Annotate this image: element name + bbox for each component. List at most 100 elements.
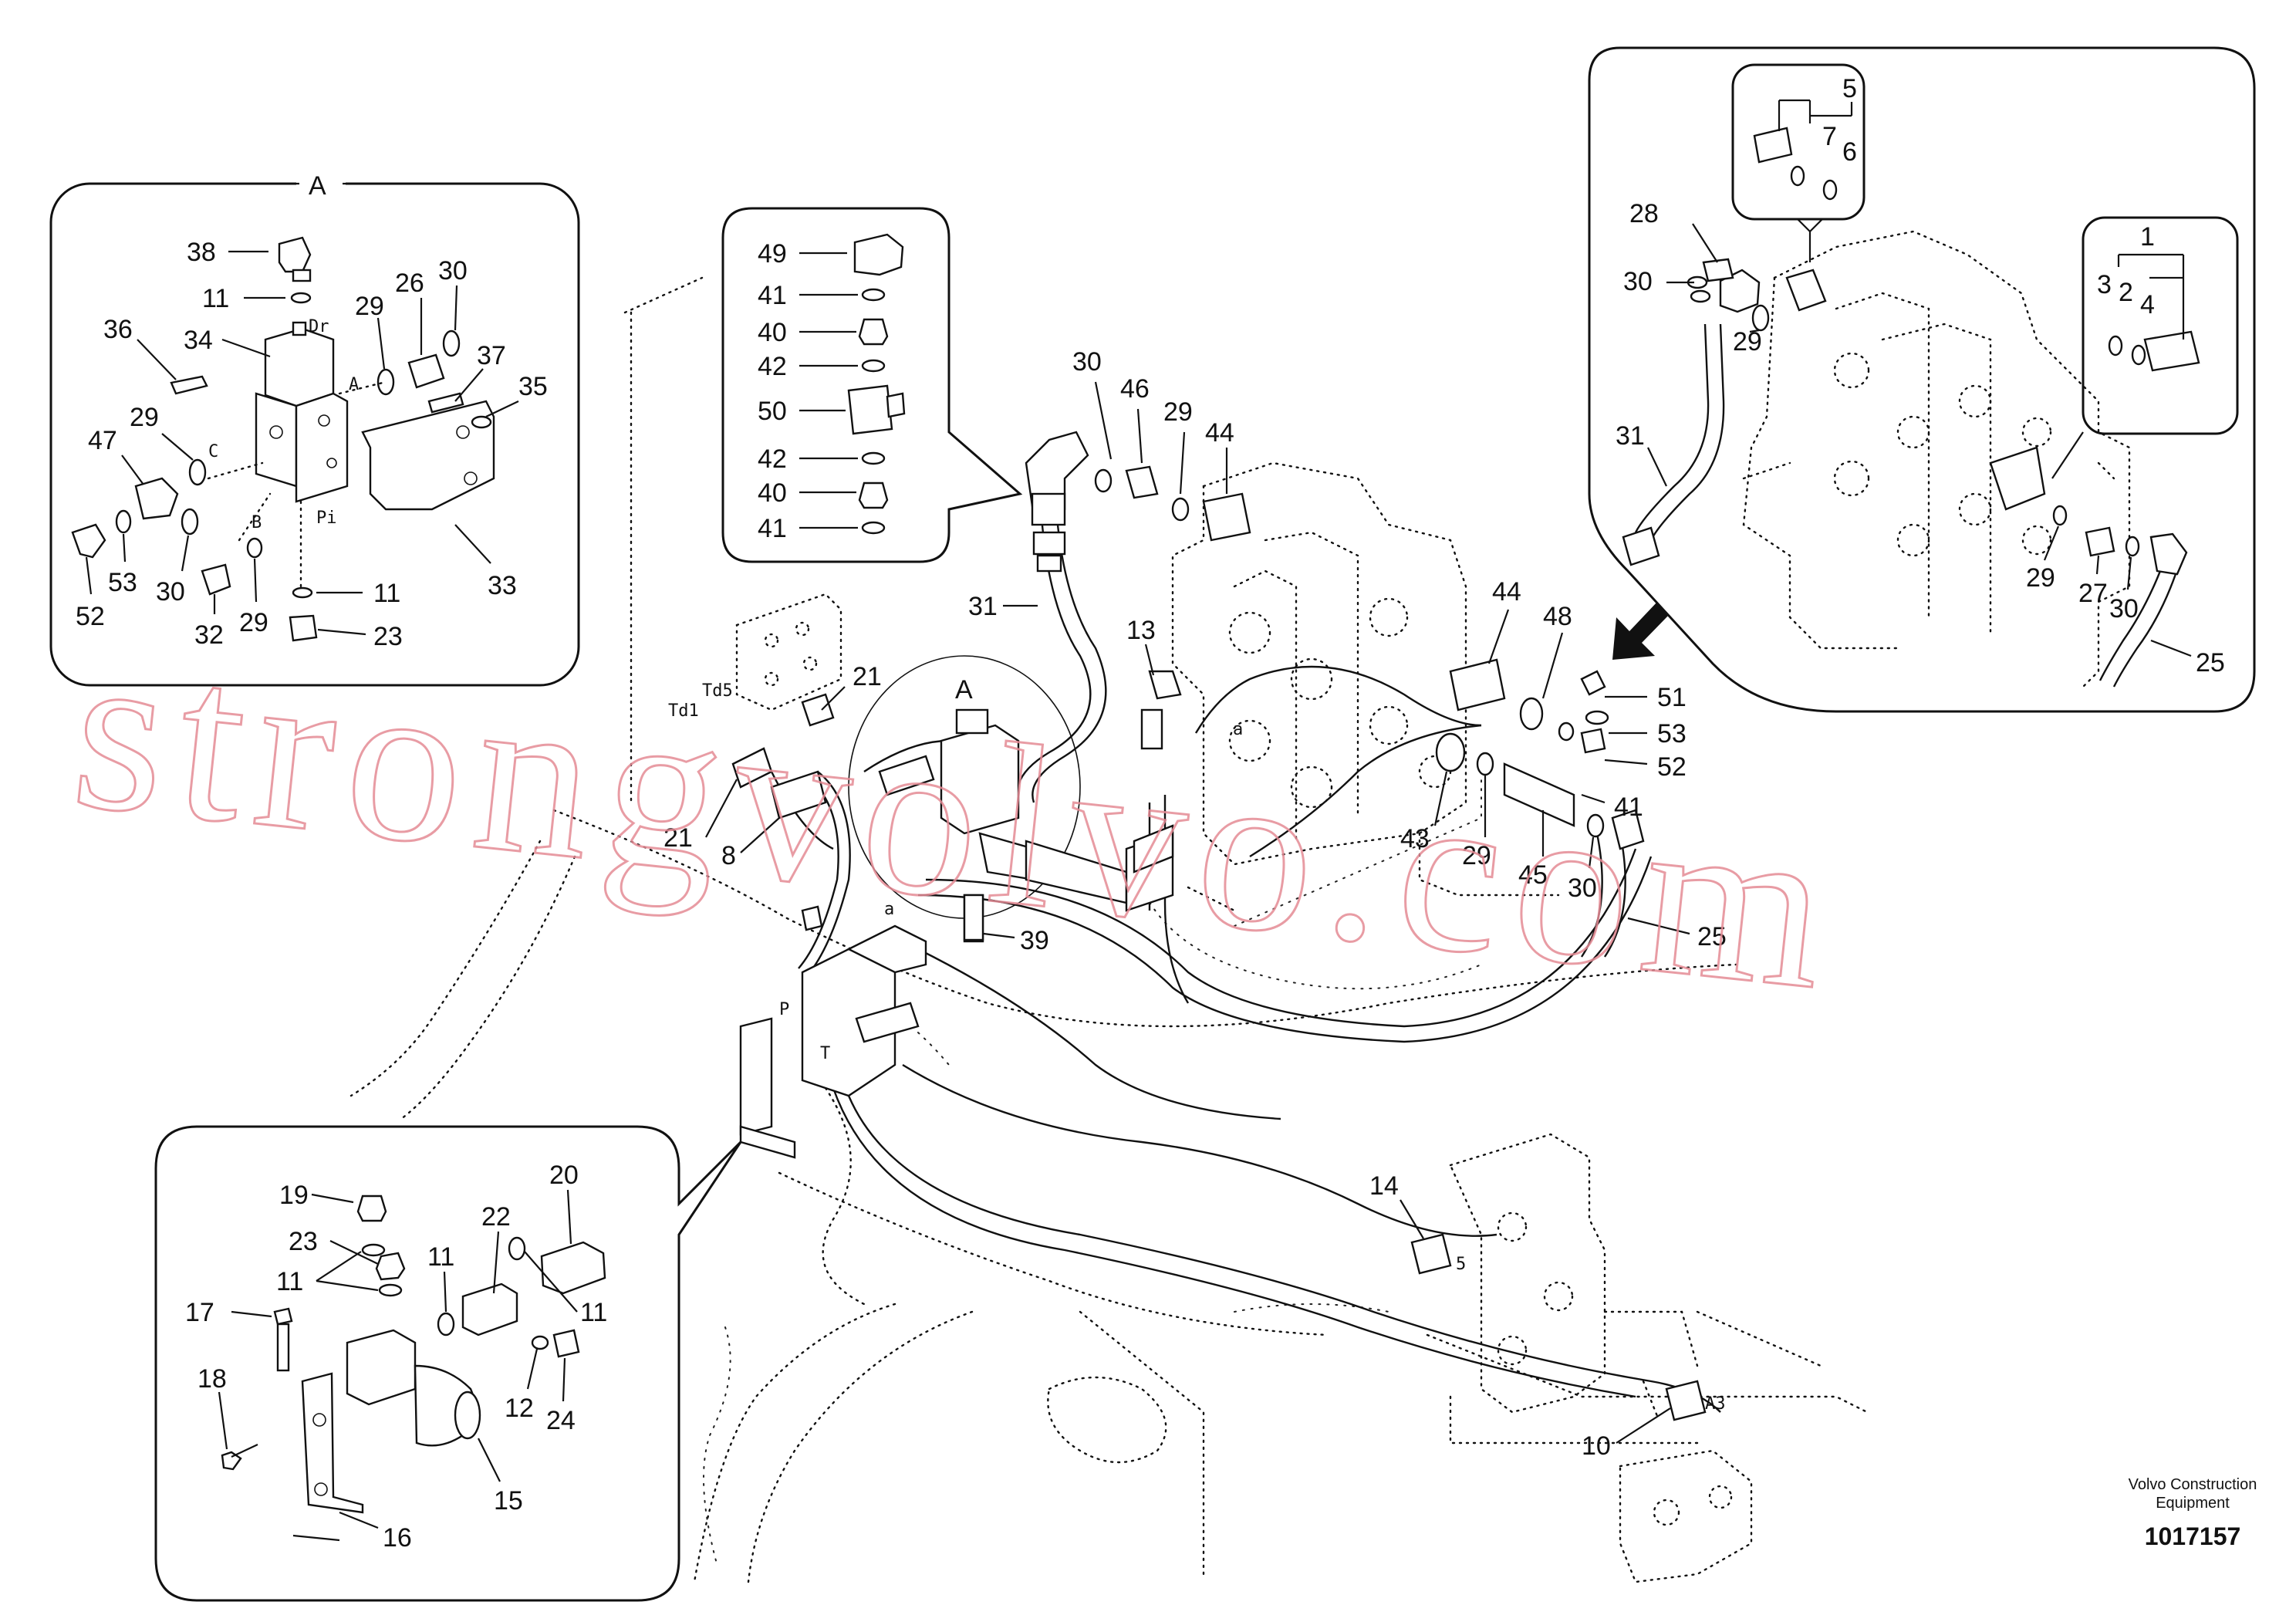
port-a-small: a [1233,720,1243,739]
callout-39: 39 [1020,926,1049,955]
callout-15: 15 [494,1486,523,1516]
main-callouts: 30 46 29 44 31 13 21 21 8 44 48 51 53 52… [663,347,1727,1461]
callout-2: 2 [2119,278,2133,307]
port-a-small2: a [884,900,894,919]
callout-20: 20 [549,1161,579,1190]
callout-5: 5 [1842,74,1857,103]
callout-34: 34 [184,326,213,355]
figure-number: 1017157 [2145,1522,2241,1550]
port-t: T [820,1044,830,1063]
callout-23-a: 23 [373,622,403,651]
callout-11-a-bottom: 11 [373,579,400,608]
callout-30-right: 30 [1568,874,1597,903]
callout-43: 43 [1400,824,1430,853]
main-control-valve [1171,461,1560,912]
callout-50: 50 [758,397,787,426]
secondary-valve-bottom-right [1449,1133,1753,1583]
callout-36: 36 [103,315,133,344]
bottom-left-detail-panel: 19 23 11 22 20 11 11 17 18 12 24 15 16 [154,1125,742,1602]
detail-a-title: A [309,171,326,201]
callout-4: 4 [2140,290,2155,319]
callout-29-tr-top: 29 [1733,327,1762,357]
callout-26: 26 [395,269,424,298]
callout-42-legend-top: 42 [758,352,787,381]
callout-18: 18 [198,1364,227,1394]
detail-a-panel: A Dr A C B Pi [49,171,580,687]
callout-31-main: 31 [968,592,998,621]
callout-33: 33 [488,571,517,600]
callout-16: 16 [383,1523,412,1553]
callout-25-main: 25 [1697,922,1727,951]
callout-19: 19 [279,1181,309,1210]
callout-30-tr-bottom: 30 [2109,594,2139,623]
view-arrow-icon [1612,602,1670,660]
main-parts [731,431,1707,1421]
callout-22: 22 [481,1202,511,1232]
credit-line-2: Equipment [2156,1495,2230,1512]
callout-29-main: 29 [1163,397,1193,427]
callout-46: 46 [1120,374,1150,404]
callout-24: 24 [546,1406,576,1435]
callout-47: 47 [88,426,117,455]
callout-28: 28 [1629,199,1659,228]
callout-45: 45 [1518,860,1548,890]
callout-40-legend-bottom: 40 [758,478,787,508]
callout-41-legend-bottom: 41 [758,514,787,543]
callout-23-bl: 23 [289,1227,318,1256]
callout-7: 7 [1822,122,1837,151]
callout-42-legend-bottom: 42 [758,444,787,474]
callout-51: 51 [1657,683,1687,712]
callout-27: 27 [2078,579,2108,608]
callout-44-right: 44 [1492,577,1521,607]
watermark-text: strongvolvo.com [63,599,1851,1039]
callout-35: 35 [518,372,548,401]
callout-21-lower: 21 [663,823,693,853]
main-view-label-a: A [955,675,973,705]
callout-52-a: 52 [76,602,105,631]
callout-6: 6 [1842,137,1857,167]
callout-14: 14 [1369,1171,1399,1201]
callout-38: 38 [187,238,216,267]
callout-37: 37 [477,341,506,370]
callout-25-tr: 25 [2196,648,2225,678]
port-c: C [208,442,218,461]
callout-13: 13 [1126,616,1156,645]
port-td1: Td1 [668,701,699,721]
callout-29-tr-bottom: 29 [2026,563,2055,593]
callout-32: 32 [194,620,224,650]
callout-12: 12 [505,1394,534,1423]
callout-30-main: 30 [1072,347,1102,377]
port-b: B [252,513,262,532]
callout-49: 49 [758,239,787,269]
callout-30-a-mid: 30 [156,577,185,607]
top-right-view-panel: 5 7 6 28 30 29 31 1 3 2 4 29 27 30 25 [1588,46,2256,713]
callout-30-tr-top: 30 [1623,267,1653,296]
callout-53-main: 53 [1657,719,1687,748]
callout-29-a-mid: 29 [130,403,159,432]
callout-31-tr: 31 [1616,421,1645,451]
td-manifold [735,593,842,711]
port-a: A [349,375,359,394]
callout-53-a: 53 [108,568,137,597]
port-td5: Td5 [702,681,733,701]
port-dr: Dr [309,317,329,336]
callout-10: 10 [1582,1431,1611,1461]
callout-8: 8 [721,841,736,870]
port-p: P [779,1000,789,1019]
port-a3: A3 [1705,1394,1726,1414]
callout-41-main: 41 [1614,792,1643,822]
callout-44-top: 44 [1205,418,1234,448]
callout-11-a-top: 11 [202,284,229,313]
callout-21-upper: 21 [853,662,882,691]
credit-line-1: Volvo Construction [2129,1476,2257,1493]
callout-3: 3 [2097,270,2112,299]
callout-41-legend-top: 41 [758,281,787,310]
callout-11-bl-right: 11 [580,1298,607,1327]
port-pi: Pi [316,509,337,528]
callout-40-legend-top: 40 [758,318,787,347]
callout-29-a-bottom: 29 [239,608,268,637]
callout-1: 1 [2140,222,2155,252]
callout-11-bl-mid: 11 [427,1242,454,1272]
port-five-small: 5 [1456,1255,1466,1274]
